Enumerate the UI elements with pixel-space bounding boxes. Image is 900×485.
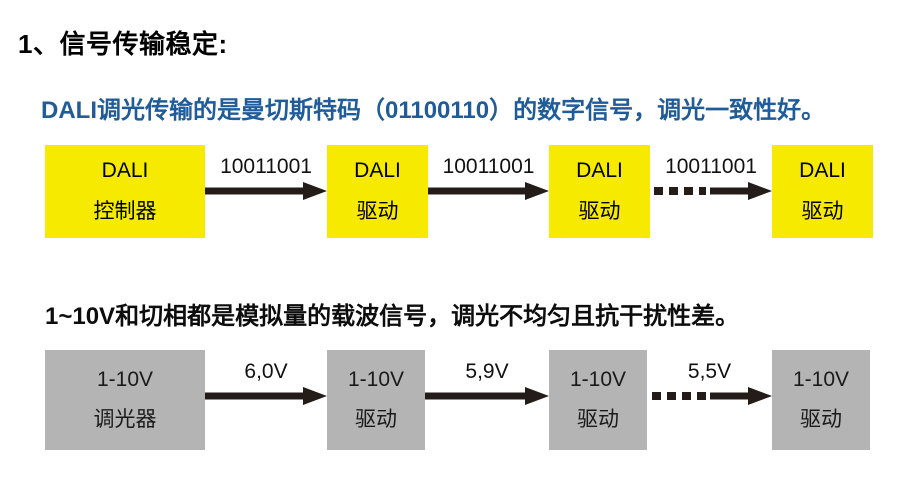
analog-node-dimmer-line1: 1-10V: [96, 367, 154, 391]
dali-arrow-label-3: 10011001: [665, 155, 757, 178]
analog-caption: 1~10V和切相都是模拟量的载波信号，调光不均匀且抗干扰性差。: [45, 303, 740, 330]
page-title: 1、信号传输稳定:: [18, 29, 228, 59]
dali-arrow-2-icon: [428, 181, 549, 203]
analog-arrow-label-1: 6,0V: [244, 360, 288, 383]
analog-node-driver-1-line1: 1-10V: [347, 367, 405, 391]
analog-node-driver-3-line2: 驱动: [800, 408, 842, 431]
dali-node-driver-2: DALI 驱动: [549, 145, 650, 238]
analog-node-driver-3-line1: 1-10V: [792, 367, 850, 391]
analog-node-driver-3: 1-10V 驱动: [772, 350, 870, 450]
dali-node-driver-2-line2: 驱动: [578, 199, 621, 223]
analog-node-dimmer-line2: 调光器: [93, 408, 157, 431]
analog-node-driver-2: 1-10V 驱动: [549, 350, 647, 450]
analog-arrow-3-icon: [652, 386, 772, 408]
dali-node-driver-3-line1: DALI: [799, 159, 846, 183]
dali-node-controller: DALI 控制器: [45, 145, 205, 238]
analog-node-driver-1-line2: 驱动: [355, 408, 397, 431]
analog-arrow-label-2: 5,9V: [465, 360, 509, 383]
analog-node-driver-1: 1-10V 驱动: [327, 350, 425, 450]
analog-node-driver-2-line1: 1-10V: [569, 367, 627, 391]
dali-arrow-label-2: 10011001: [442, 155, 535, 178]
dali-node-controller-line2: 控制器: [93, 199, 157, 223]
dali-arrow-1-icon: [205, 181, 327, 203]
analog-arrow-label-3: 5,5V: [687, 360, 732, 383]
analog-arrow-2-icon: [425, 386, 549, 408]
analog-node-dimmer: 1-10V 调光器: [45, 350, 205, 450]
analog-node-driver-2-line2: 驱动: [577, 408, 619, 431]
dali-node-driver-1-line1: DALI: [354, 159, 401, 183]
dali-node-driver-1: DALI 驱动: [327, 145, 428, 238]
dali-arrow-3-icon: [654, 181, 772, 203]
dali-node-controller-line1: DALI: [101, 159, 149, 183]
dali-node-driver-1-line2: 驱动: [356, 199, 399, 223]
dali-node-driver-2-line1: DALI: [576, 159, 623, 183]
dali-caption: DALI调光传输的是曼切斯特码（01100110）的数字信号，调光一致性好。: [41, 97, 826, 124]
dali-node-driver-3: DALI 驱动: [772, 145, 873, 238]
dali-node-driver-3-line2: 驱动: [801, 199, 844, 223]
dali-arrow-label-1: 10011001: [220, 155, 312, 178]
analog-arrow-1-icon: [205, 386, 327, 408]
